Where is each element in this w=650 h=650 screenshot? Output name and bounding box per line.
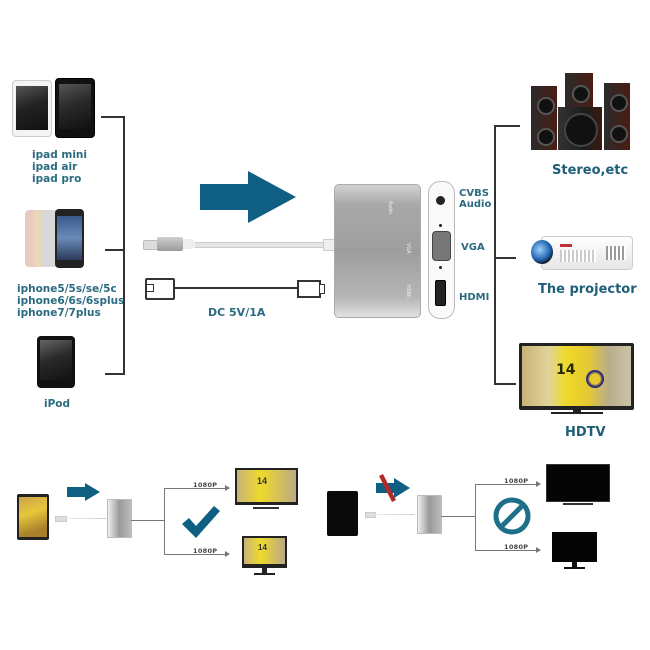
iphone-icon bbox=[25, 209, 85, 269]
right-bracket-hdtv bbox=[494, 383, 516, 385]
mini-cable bbox=[375, 514, 415, 515]
projector-label: The projector bbox=[538, 282, 637, 297]
branch-top bbox=[164, 488, 228, 489]
hdmi-port-icon bbox=[435, 280, 446, 306]
mini-cable bbox=[66, 518, 106, 519]
resolution-top-label: 1080P bbox=[504, 477, 529, 485]
branch-top bbox=[475, 484, 539, 485]
indicator-dot bbox=[439, 266, 442, 269]
ipad-white-icon bbox=[12, 80, 52, 137]
branch-bottom bbox=[475, 550, 539, 551]
iphone5-text: iphone5/5s/se/5c bbox=[17, 283, 117, 295]
cvbs-audio-port-icon bbox=[436, 196, 445, 205]
lightning-cable bbox=[195, 242, 325, 248]
vga-port-icon bbox=[432, 231, 451, 261]
adapter-port-panel bbox=[428, 181, 455, 319]
mini-adapter-icon bbox=[417, 495, 442, 534]
left-bracket-ipod bbox=[105, 373, 125, 375]
blocked-flow-arrow-icon bbox=[376, 474, 410, 502]
ipad-models-label: ipad mini ipad air ipad pro bbox=[32, 149, 87, 185]
hdmi-label: HDMI bbox=[459, 292, 490, 303]
speakers-icon bbox=[528, 73, 638, 151]
split-line bbox=[131, 520, 164, 521]
resolution-bottom-label: 1080P bbox=[504, 543, 529, 551]
tv-icon: 14 bbox=[519, 343, 634, 415]
cvbs-audio-label: CVBS Audio bbox=[459, 188, 491, 210]
blank-monitor-icon bbox=[552, 532, 597, 569]
ipod-icon bbox=[37, 336, 75, 388]
arrowhead-icon bbox=[536, 481, 541, 487]
power-cable bbox=[173, 287, 298, 289]
mini-lightning-icon bbox=[365, 512, 376, 518]
bottom-unsupported-diagram: 1080P 1080P bbox=[320, 460, 650, 590]
tv-icon-small: 14 bbox=[235, 468, 298, 509]
iphone7-text: iphone7/7plus bbox=[17, 307, 101, 319]
small-tv-jersey: 14 bbox=[257, 476, 268, 486]
tv-jersey-number: 14 bbox=[556, 362, 576, 378]
prohibited-icon bbox=[493, 497, 531, 535]
branch-bottom bbox=[164, 554, 228, 555]
tablet-playing-icon bbox=[17, 494, 49, 540]
blank-tablet-icon bbox=[327, 491, 358, 536]
lightning-strain-relief bbox=[183, 239, 195, 249]
split-line bbox=[441, 516, 475, 517]
projector-icon bbox=[531, 234, 633, 270]
ipad-air-text: ipad air bbox=[32, 161, 78, 173]
mini-adapter-icon bbox=[107, 499, 132, 538]
stereo-label: Stereo,etc bbox=[552, 163, 629, 178]
right-bracket-stereo bbox=[494, 125, 520, 127]
arrowhead-icon bbox=[536, 547, 541, 553]
audio-text: Audio bbox=[459, 199, 492, 210]
ipod-label: iPod bbox=[44, 398, 71, 410]
ipad-pro-text: ipad pro bbox=[32, 173, 82, 185]
monitor-icon-small: 14 bbox=[242, 536, 287, 575]
flow-arrow-icon bbox=[200, 171, 296, 223]
indicator-dot bbox=[439, 224, 442, 227]
cvbs-text: CVBS bbox=[459, 188, 489, 199]
usb-a-plug-icon bbox=[145, 278, 175, 300]
mini-flow-arrow-icon bbox=[67, 483, 100, 501]
iphone6-text: iphone6/6s/6splus bbox=[17, 295, 125, 307]
bottom-supported-diagram: 1080P 1080P 14 14 bbox=[0, 460, 320, 590]
adapter-body: Audio VGA HDMI bbox=[334, 184, 421, 318]
blank-tv-icon bbox=[546, 464, 610, 505]
power-label: DC 5V/1A bbox=[208, 306, 266, 319]
iphone-models-label: iphone5/5s/se/5c iphone6/6s/6splus iphon… bbox=[17, 283, 124, 319]
right-bracket-projector bbox=[494, 257, 516, 259]
resolution-top-label: 1080P bbox=[193, 481, 218, 489]
ipad-mini-text: ipad mini bbox=[32, 149, 87, 161]
left-bracket-iphone bbox=[105, 249, 125, 251]
adapter-port-label-vga: VGA bbox=[405, 243, 411, 254]
ipad-black-icon bbox=[55, 78, 95, 138]
lightning-plug-housing bbox=[157, 237, 183, 251]
hdtv-label: HDTV bbox=[565, 425, 606, 440]
resolution-bottom-label: 1080P bbox=[193, 547, 218, 555]
small-monitor-jersey: 14 bbox=[258, 543, 267, 552]
checkmark-icon bbox=[182, 506, 220, 538]
left-bracket-vertical bbox=[123, 116, 125, 374]
split-vertical bbox=[475, 484, 476, 550]
split-vertical bbox=[164, 488, 165, 554]
arrowhead-icon bbox=[225, 551, 230, 557]
left-bracket-ipad bbox=[101, 116, 125, 118]
vga-label: VGA bbox=[461, 242, 485, 253]
arrowhead-icon bbox=[225, 485, 230, 491]
mini-lightning-icon bbox=[55, 516, 67, 522]
adapter-port-label-audio: Audio bbox=[387, 201, 393, 214]
right-bracket-vertical bbox=[494, 125, 496, 385]
micro-usb-plug-icon bbox=[297, 280, 325, 298]
adapter-port-label-hdmi: HDMI bbox=[405, 285, 411, 298]
source-ipad bbox=[12, 78, 96, 138]
